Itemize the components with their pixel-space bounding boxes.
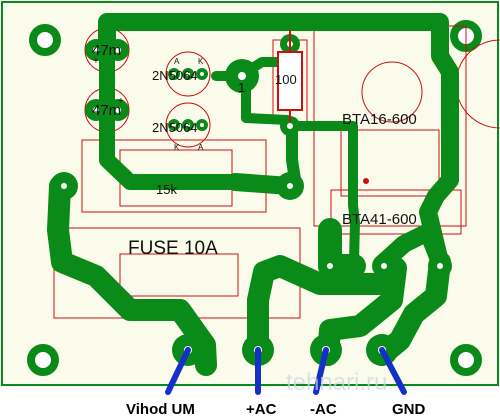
label-r15k: 15k (156, 182, 177, 197)
label-r100: 100 (275, 72, 297, 87)
pin-a-bottom-2: A (198, 143, 204, 152)
terminal-label-vihod: Vihod UM (126, 401, 195, 418)
terminal-label-gnd: GND (392, 401, 426, 418)
label-triac1: BTA16-600 (342, 111, 417, 128)
pin-a-top-1: A (174, 57, 180, 66)
label-triac2: BTA41-600 (342, 211, 417, 228)
terminal-label-ac-minus: -AC (310, 401, 337, 418)
trace-triac-right (375, 223, 449, 271)
trace-ac-plus (247, 255, 401, 366)
label-c1: 47m (92, 42, 121, 59)
terminal-labels: Vihod UM +AC -AC GND (126, 401, 426, 418)
triac2-outline (330, 189, 462, 235)
heatsink-hole-outline (361, 61, 423, 123)
resistor-100-body (277, 30, 303, 122)
triac-marker-dot (363, 178, 369, 184)
label-q1: 2N5064 (152, 68, 198, 83)
terminal-label-ac-plus: +AC (246, 401, 277, 418)
mounting-hole-bottom-right (450, 344, 482, 376)
label-d1: 1 (238, 80, 245, 95)
component-labels: 47m 47m 2N5064 2N5064 1 100 15k BTA16-60… (92, 42, 417, 259)
pin-k-top-1: K (198, 57, 204, 66)
fuse-body (119, 253, 239, 297)
terminal-wires (165, 347, 407, 395)
cap1-plus-mark: + (93, 56, 99, 67)
cap2-plus-mark: + (118, 96, 124, 107)
wire-vihod (165, 347, 191, 395)
wire-gnd (379, 347, 407, 395)
q2-outline (165, 102, 211, 148)
label-c2: 47m (92, 102, 121, 119)
triac1-outline (340, 129, 440, 197)
label-q2: 2N5064 (152, 120, 198, 135)
mounting-hole-bottom-left (27, 344, 59, 376)
label-fuse: FUSE 10A (128, 238, 218, 259)
trace-left-fuse (47, 175, 217, 376)
mounting-hole-top-left (29, 24, 61, 56)
watermark: tehnari.ru (286, 369, 387, 396)
wire-ac-minus (313, 347, 329, 395)
trace-cap-link (99, 42, 243, 190)
q1-outline (165, 51, 211, 97)
trace-top-rail (98, 13, 459, 271)
pin-k-bottom-2: K (174, 143, 180, 152)
trace-gate (241, 75, 360, 267)
